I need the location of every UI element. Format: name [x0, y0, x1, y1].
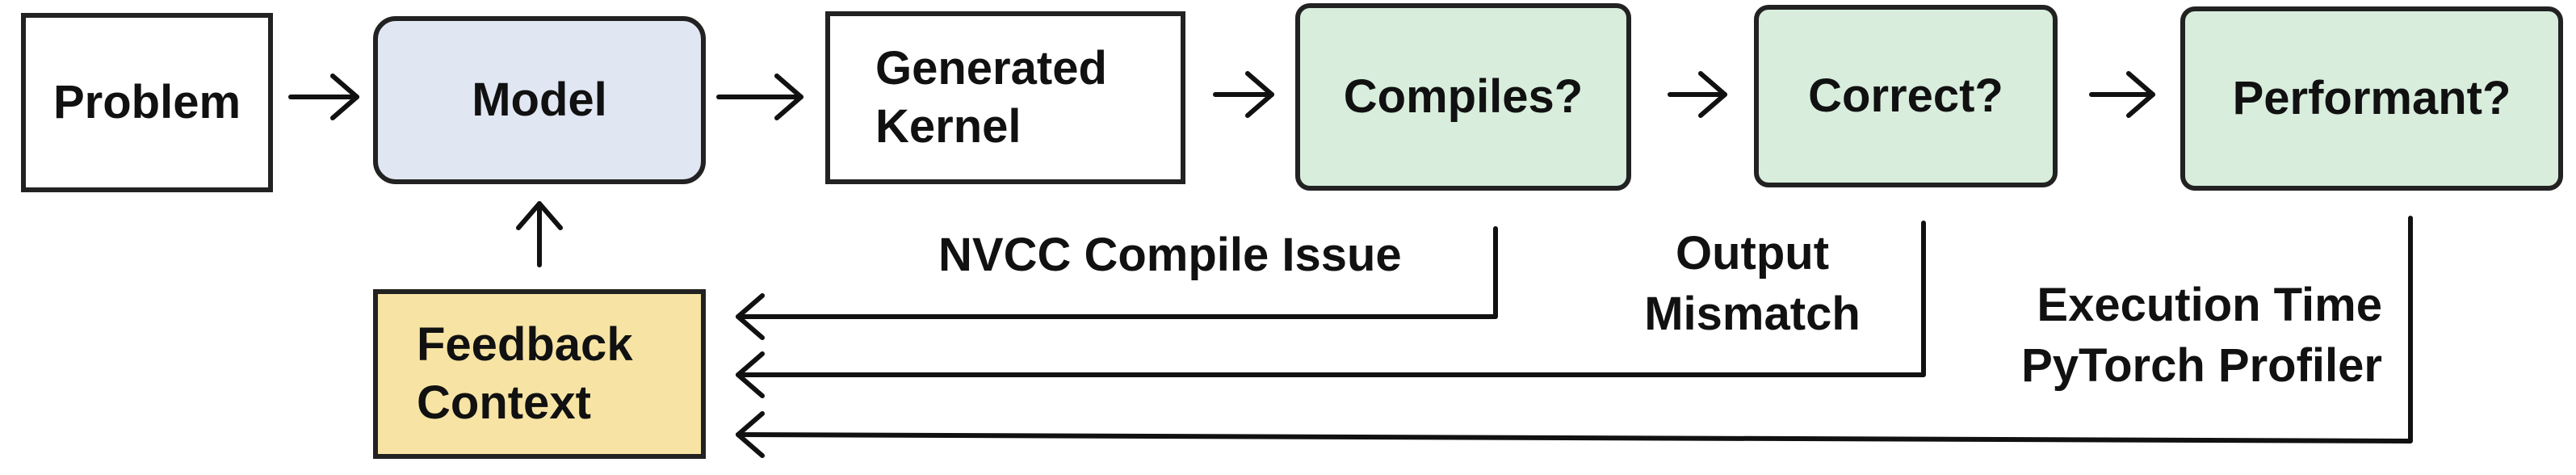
compiles-check-node: Compiles? [1295, 3, 1631, 191]
correct-check-node: Correct? [1754, 5, 2058, 187]
arrow-performance-feedback [736, 216, 2413, 458]
arrow-compiles-to-correct [1668, 71, 1727, 118]
feedback-context-node: Feedback Context [373, 289, 706, 459]
compiles-label: Compiles? [1343, 69, 1584, 123]
feedback-context-line1: Feedback [417, 317, 633, 371]
generated-kernel-node: Generated Kernel [825, 11, 1185, 184]
arrow-kernel-to-compiles [1213, 71, 1274, 118]
performant-label: Performant? [2232, 71, 2511, 124]
execution-time-line: Execution Time [2037, 279, 2382, 331]
problem-label: Problem [52, 75, 241, 128]
output-mismatch-line1: Output [1675, 227, 1830, 280]
arrow-model-to-kernel [716, 74, 803, 120]
arrow-feedback-to-model [516, 201, 563, 267]
output-mismatch-line2: Mismatch [1644, 288, 1861, 341]
output-mismatch-label: Output Mismatch [1631, 223, 1873, 345]
compile-issue-label: NVCC Compile Issue [938, 229, 1402, 281]
arrow-correct-to-performant [2089, 71, 2155, 118]
generated-kernel-line2: Kernel [875, 100, 1022, 153]
correct-label: Correct? [1808, 69, 2003, 122]
performance-feedback-label: Execution Time PyTorch Profiler [1962, 275, 2382, 397]
arrow-correctness-feedback [736, 221, 1926, 398]
problem-node: Problem [21, 13, 273, 192]
feedback-context-line2: Context [417, 376, 591, 429]
generated-kernel-line1: Generated [875, 41, 1107, 95]
pytorch-profiler-line: PyTorch Profiler [2021, 339, 2382, 393]
arrow-compile-feedback [736, 226, 1498, 340]
model-node: Model [373, 16, 706, 184]
model-label: Model [472, 73, 607, 126]
performant-check-node: Performant? [2180, 6, 2563, 191]
arrow-problem-to-model [288, 74, 359, 120]
